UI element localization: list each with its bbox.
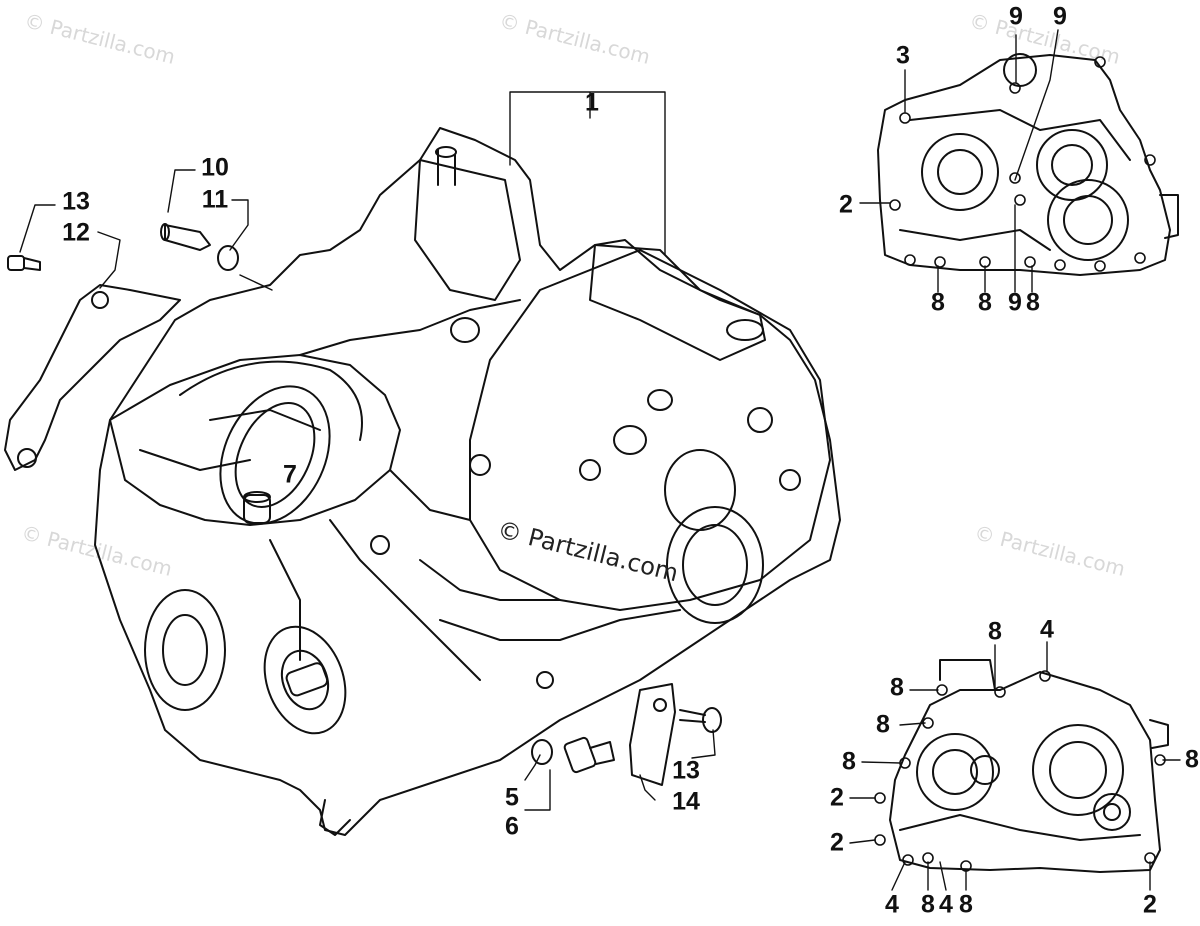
washer-11 xyxy=(217,245,239,271)
callout-8: 8 xyxy=(978,288,992,317)
callout-9: 9 xyxy=(1053,2,1067,31)
callout-1: 1 xyxy=(585,88,599,117)
callout-14: 14 xyxy=(672,787,700,816)
callout-8: 8 xyxy=(931,288,945,317)
bolt-13-lower xyxy=(679,707,722,733)
callout-4: 4 xyxy=(939,890,953,919)
washer-5 xyxy=(531,739,553,765)
callout-2: 2 xyxy=(1143,890,1157,919)
callout-9: 9 xyxy=(1008,288,1022,317)
callout-4: 4 xyxy=(885,890,899,919)
callout-8: 8 xyxy=(842,747,856,776)
callout-8: 8 xyxy=(988,617,1002,646)
callout-10: 10 xyxy=(201,153,229,182)
callout-8: 8 xyxy=(890,673,904,702)
callout-7: 7 xyxy=(283,460,297,489)
bracket-gasket xyxy=(4,284,181,471)
callout-2: 2 xyxy=(830,828,844,857)
callout-6: 6 xyxy=(505,812,519,841)
case-half-upper-right-bolt-holes xyxy=(889,56,1156,272)
callout-8: 8 xyxy=(876,710,890,739)
crankcase-main xyxy=(94,127,841,836)
case-half-upper-right xyxy=(877,53,1179,276)
callout-9: 9 xyxy=(1009,2,1023,31)
callout-5: 5 xyxy=(505,783,519,812)
bolt-13-upper xyxy=(7,255,41,271)
bolt-6 xyxy=(563,736,615,774)
callout-3: 3 xyxy=(896,41,910,70)
bracket-14 xyxy=(629,683,676,786)
callout-2: 2 xyxy=(839,190,853,219)
callout-4: 4 xyxy=(1040,615,1054,644)
callout-8: 8 xyxy=(959,890,973,919)
callout-13: 13 xyxy=(672,756,700,785)
callout-2: 2 xyxy=(830,783,844,812)
leader-lines xyxy=(19,29,1181,891)
callout-12: 12 xyxy=(62,218,90,247)
callout-13: 13 xyxy=(62,187,90,216)
callout-8: 8 xyxy=(1185,745,1199,774)
callout-11: 11 xyxy=(201,185,229,214)
callout-8: 8 xyxy=(921,890,935,919)
callout-8: 8 xyxy=(1026,288,1040,317)
case-half-lower-right xyxy=(889,659,1169,873)
plug-10 xyxy=(160,223,211,251)
